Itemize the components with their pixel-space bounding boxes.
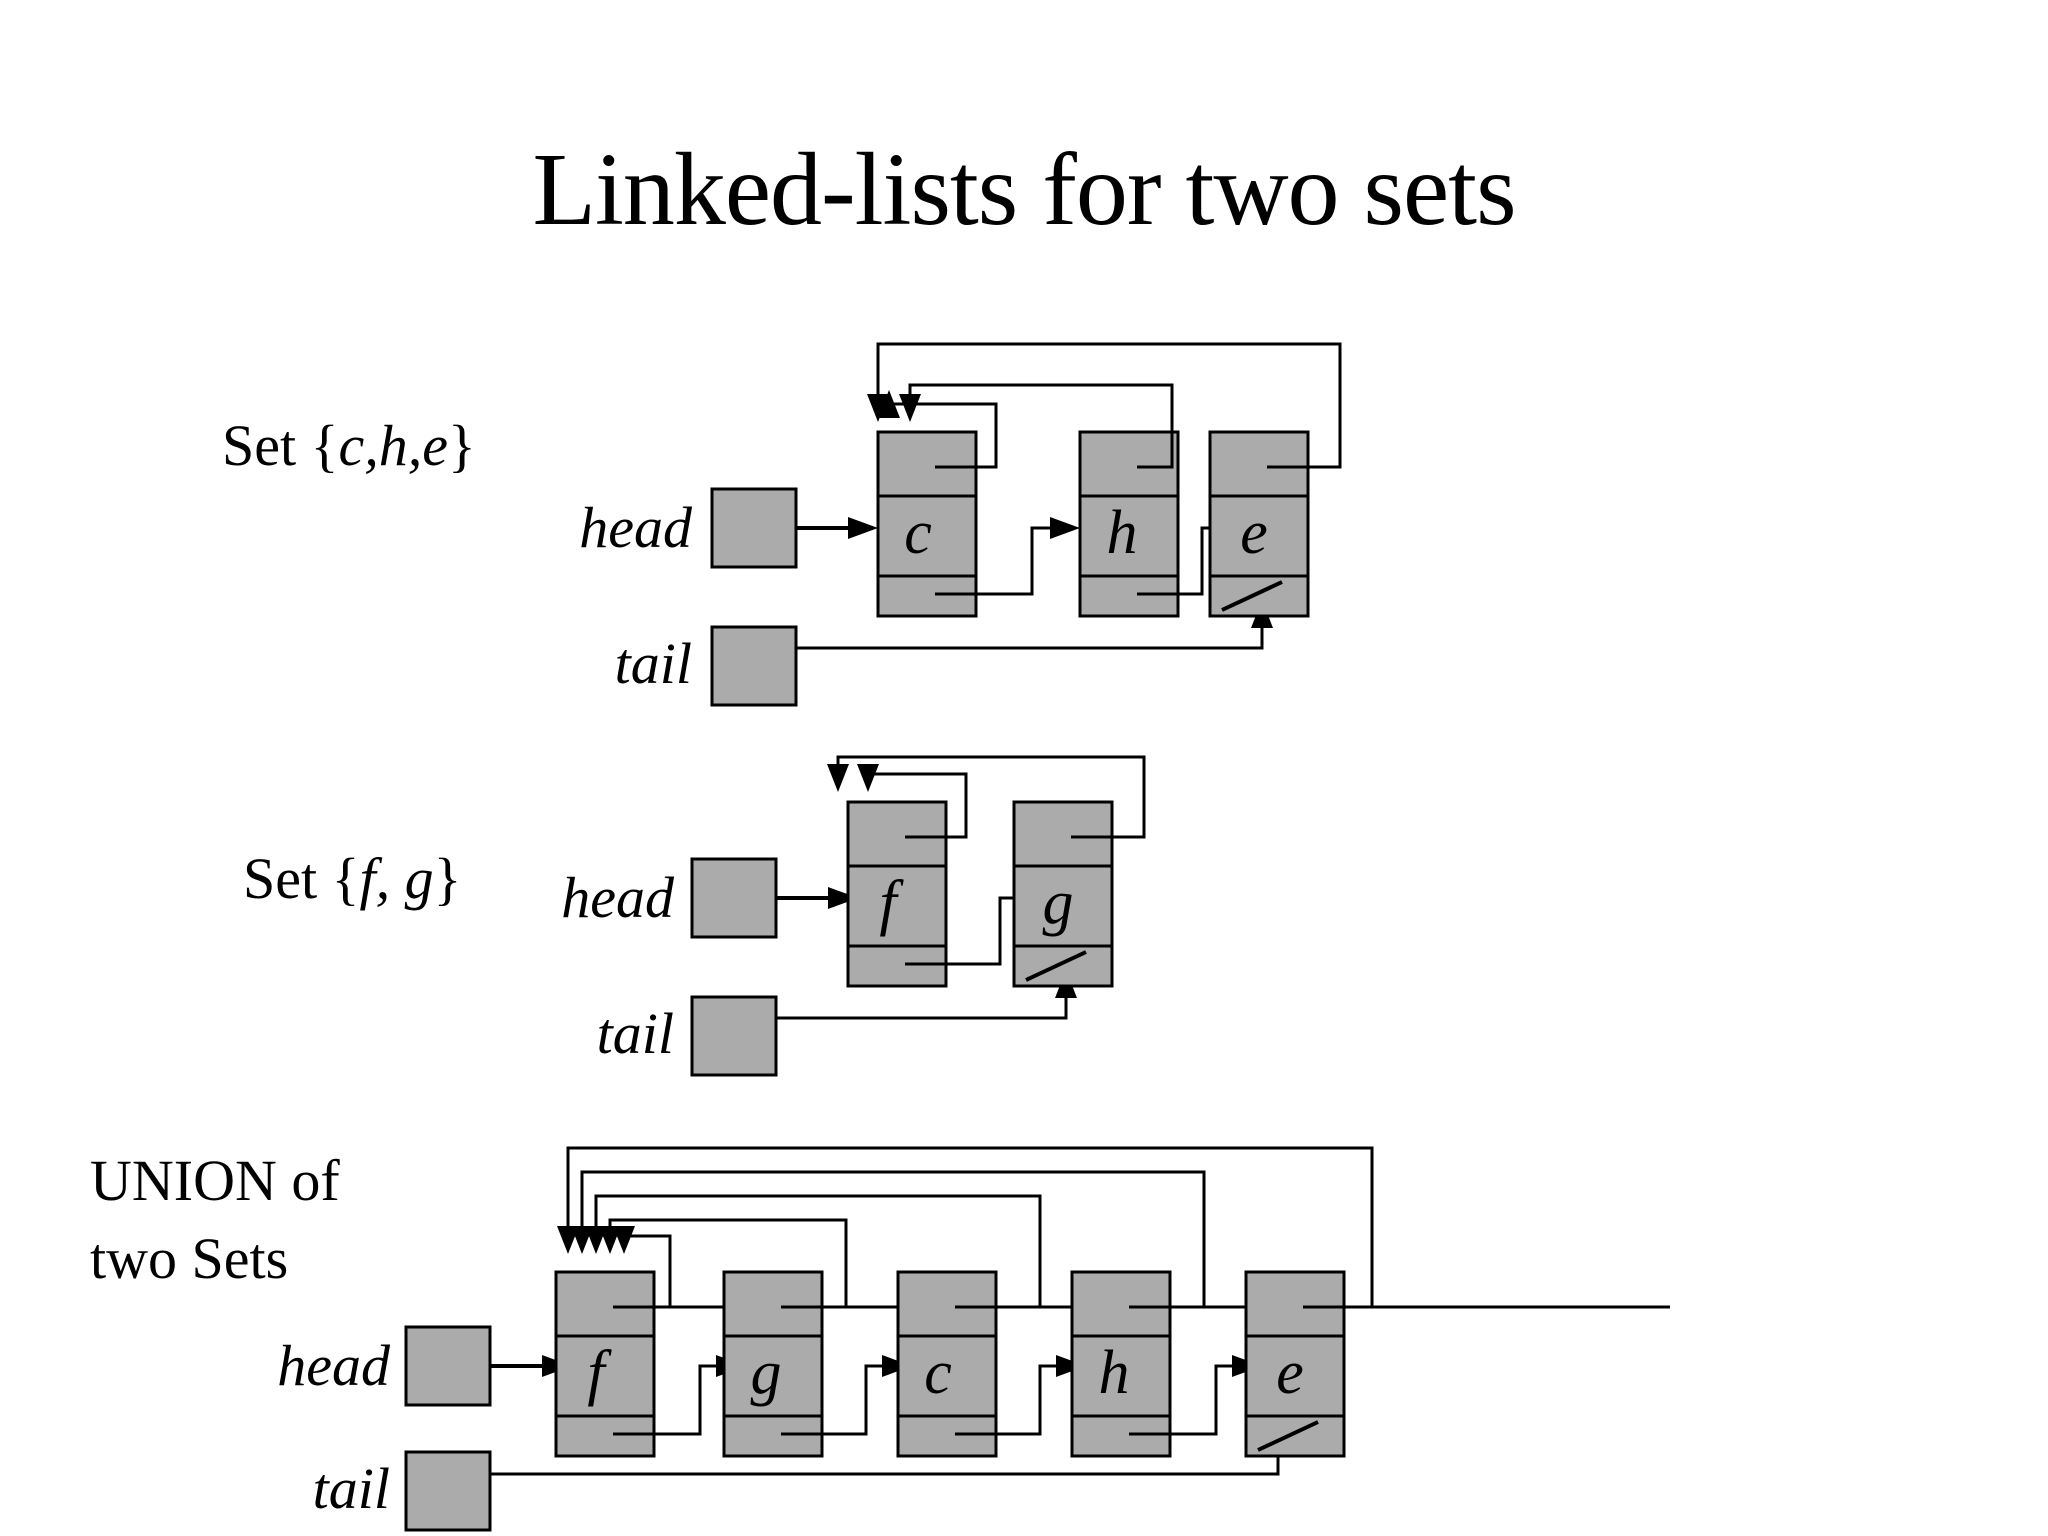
union-node-g-nextptr bbox=[781, 1364, 882, 1436]
union-node-e[interactable] bbox=[1244, 1270, 1346, 1458]
set-fg-node-f-nextptr bbox=[905, 896, 1018, 966]
set-fg-node-f[interactable] bbox=[846, 800, 948, 988]
set-fg-node-g-setptr-arrowhead bbox=[827, 764, 849, 792]
set-che-node-c-value: c bbox=[904, 499, 932, 567]
union-node-g-value: g bbox=[751, 1339, 782, 1407]
set-che-node-c-setptr bbox=[886, 402, 998, 469]
union-node-h-value: h bbox=[1099, 1339, 1130, 1407]
set-che-tail-box[interactable] bbox=[710, 625, 798, 707]
set-fg-head-label: head bbox=[561, 865, 675, 930]
set-fg-node-f-setptr-arrowhead bbox=[857, 764, 879, 792]
union-node-e-value: e bbox=[1276, 1339, 1304, 1407]
set-che-head-box[interactable] bbox=[710, 487, 798, 569]
union-node-e-null-slash bbox=[1257, 1420, 1319, 1452]
union-node-c-setptr bbox=[594, 1194, 1042, 1309]
union-node-c-nextptr bbox=[955, 1364, 1056, 1436]
set-fg-node-f-setptr bbox=[868, 772, 968, 839]
union-node-f-setptr-arrowhead bbox=[613, 1226, 635, 1254]
union-node-g-setptr bbox=[608, 1218, 848, 1309]
set-che-node-e-setptr-arrowhead bbox=[867, 394, 889, 422]
set-che-node-h-value: h bbox=[1107, 499, 1138, 567]
set-che-node-c-nextptr bbox=[935, 526, 1050, 596]
set-che-node-c[interactable] bbox=[876, 430, 978, 618]
set-che-node-e[interactable] bbox=[1208, 430, 1310, 618]
set-fg-tail-box[interactable] bbox=[690, 995, 778, 1077]
union-node-e-setptr bbox=[566, 1146, 1374, 1309]
set-fg-node-g-setptr bbox=[836, 755, 1146, 839]
union-tail-label: tail bbox=[313, 1456, 390, 1521]
union-node-h[interactable] bbox=[1070, 1270, 1172, 1458]
union-head-box[interactable] bbox=[404, 1325, 492, 1407]
set-che-node-e-setptr bbox=[876, 342, 1342, 469]
set-fg-head-box[interactable] bbox=[690, 857, 778, 939]
union-node-c[interactable] bbox=[896, 1270, 998, 1458]
page-title: Linked-lists for two sets bbox=[532, 132, 1516, 247]
set-fg-tail-wire bbox=[776, 996, 1068, 1020]
set-che-node-e-null-slash bbox=[1221, 580, 1283, 612]
set-fg-label: Set {f, g} bbox=[243, 846, 461, 911]
set-fg-node-g[interactable] bbox=[1012, 800, 1114, 988]
set-fg-head-arrowhead bbox=[828, 887, 858, 909]
union-node-c-setptr-arrowhead bbox=[585, 1226, 607, 1254]
union-node-h-nextptr bbox=[1129, 1364, 1232, 1436]
set-che-label: Set {c,h,e} bbox=[222, 413, 476, 478]
set-che-head-arrowhead bbox=[848, 517, 878, 539]
union-head-label: head bbox=[277, 1333, 391, 1398]
set-fg-tail-label: tail bbox=[597, 1001, 674, 1066]
set-che-head-label: head bbox=[579, 495, 693, 560]
set-fg-node-g-null-slash bbox=[1025, 950, 1087, 982]
union-node-h-setptr-arrowhead bbox=[571, 1226, 593, 1254]
union-node-f-nextptr bbox=[613, 1364, 716, 1436]
union-tail-wire bbox=[490, 1452, 1280, 1476]
set-che-node-h[interactable] bbox=[1078, 430, 1180, 618]
union-node-h-setptr bbox=[580, 1170, 1206, 1309]
set-che-node-h-setptr-arrowhead bbox=[899, 394, 921, 422]
union-tail-box[interactable] bbox=[404, 1450, 492, 1532]
union-label-line1: UNION of bbox=[90, 1148, 340, 1213]
union-node-e-setptr-arrowhead bbox=[557, 1226, 579, 1254]
set-fg-node-g-value: g bbox=[1043, 869, 1074, 937]
union-label-line2: two Sets bbox=[90, 1226, 288, 1291]
section-set-che: Set {c,h,e} head tail c bbox=[222, 342, 1342, 707]
section-set-fg: Set {f, g} head tail f g bbox=[243, 755, 1146, 1077]
set-che-node-c-next-arrowhead bbox=[1050, 517, 1080, 539]
union-node-g-setptr-arrowhead bbox=[599, 1226, 621, 1254]
set-che-node-c-setptr-arrowhead bbox=[878, 390, 900, 418]
section-union: UNION of two Sets head tail f bbox=[90, 1146, 1670, 1532]
set-che-node-e-value: e bbox=[1240, 499, 1268, 567]
union-node-g[interactable] bbox=[722, 1270, 824, 1458]
set-che-tail-label: tail bbox=[615, 631, 692, 696]
set-che-node-h-setptr bbox=[908, 383, 1174, 469]
union-node-f[interactable] bbox=[554, 1270, 656, 1458]
set-che-tail-wire bbox=[796, 626, 1264, 650]
union-node-c-value: c bbox=[924, 1339, 952, 1407]
